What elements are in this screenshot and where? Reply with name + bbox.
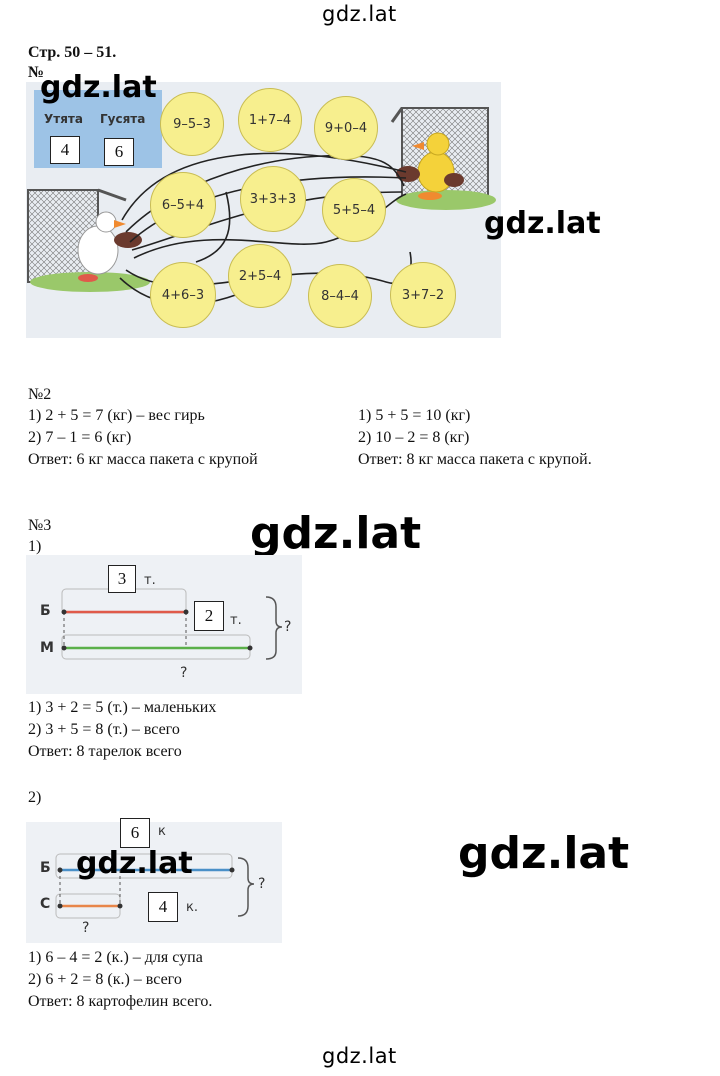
value-box-bottom-2: 4 [148, 892, 178, 922]
task3-part1-label: 1) [28, 538, 42, 555]
score-panel: Утята Гусята 4 6 [34, 90, 162, 168]
task3-label: №3 [28, 517, 52, 534]
ball-1: 9–5–3 [160, 92, 224, 156]
watermark-top: gdz.lat [322, 2, 397, 26]
ducklings-label: Утята [44, 112, 83, 126]
task2-label: №2 [28, 386, 52, 403]
task3-part1-line-1: 1) 3 + 2 = 5 (т.) – маленьких [28, 699, 217, 716]
task3-part1-answer: Ответ: 8 тарелок всего [28, 743, 182, 760]
question-bottom-2: ? [82, 920, 90, 936]
unit-top: т. [144, 573, 156, 588]
right-grass [396, 190, 496, 210]
goose-icon [77, 211, 142, 282]
task3-part1-line-2: 2) 3 + 5 = 8 (т.) – всего [28, 721, 180, 738]
task2-right-answer: Ответ: 8 кг масса пакета с крупой. [358, 451, 592, 468]
ball-2: 1+7–4 [238, 88, 302, 152]
left-grass [30, 272, 150, 292]
unit-bottom-2: к. [186, 900, 198, 915]
duckling-icon [396, 132, 464, 200]
watermark-illustration: gdz.lat [40, 70, 157, 105]
brace-right [265, 596, 283, 660]
ball-6: 5+5–4 [322, 178, 386, 242]
letter-bottom-2: С [40, 896, 51, 912]
watermark-right-large: gdz.lat [458, 828, 630, 879]
ducklings-score: 4 [50, 136, 80, 164]
letter-bottom: М [40, 640, 54, 656]
task3-part2-line-2: 2) 6 + 2 = 8 (к.) – всего [28, 971, 182, 988]
value-box-mid: 2 [194, 601, 224, 631]
goslings-score: 6 [104, 138, 134, 166]
ball-4: 6–5+4 [150, 172, 216, 238]
task1-label: № [28, 64, 45, 81]
task2-right-line-2: 2) 10 – 2 = 8 (кг) [358, 429, 470, 446]
watermark-center: gdz.lat [250, 508, 422, 559]
segment-diagram-2: Б С 6 к 4 к. ? ? [26, 818, 282, 943]
watermark-bottom: gdz.lat [322, 1044, 397, 1068]
question-right: ? [284, 619, 292, 635]
unit-mid: т. [230, 613, 242, 628]
task2-left-line-2: 2) 7 – 1 = 6 (кг) [28, 429, 132, 446]
ball-8: 4+6–3 [150, 262, 216, 328]
ball-3: 9+0–4 [314, 96, 378, 160]
task3-part2-label: 2) [28, 789, 42, 806]
question-bottom: ? [180, 665, 188, 681]
watermark-diagram2: gdz.lat [76, 846, 193, 881]
task2-right-line-1: 1) 5 + 5 = 10 (кг) [358, 407, 471, 424]
ball-7: 2+5–4 [228, 244, 292, 308]
unit-top-2: к [158, 824, 166, 839]
task3-part2-line-1: 1) 6 – 4 = 2 (к.) – для супа [28, 949, 203, 966]
brace-right-2 [237, 857, 255, 917]
task2-left-line-1: 1) 2 + 5 = 7 (кг) – вес гирь [28, 407, 205, 424]
page-reference: Стр. 50 – 51. [28, 44, 117, 61]
task3-part2-answer: Ответ: 8 картофелин всего. [28, 993, 213, 1010]
goslings-label: Гусята [100, 112, 146, 126]
ball-9: 8–4–4 [308, 264, 372, 328]
segment-diagram-1: Б М 3 т. 2 т. ? ? [26, 555, 302, 694]
task2-left-answer: Ответ: 6 кг масса пакета с крупой [28, 451, 258, 468]
value-box-top: 3 [108, 565, 136, 593]
letter-top: Б [40, 603, 51, 619]
watermark-right: gdz.lat [484, 206, 601, 241]
ball-5: 3+3+3 [240, 166, 306, 232]
ball-10: 3+7–2 [390, 262, 456, 328]
value-box-top-2: 6 [120, 818, 150, 848]
letter-top-2: Б [40, 860, 51, 876]
question-right-2: ? [258, 876, 266, 892]
soccer-illustration: Утята Гусята 4 6 [26, 82, 501, 338]
